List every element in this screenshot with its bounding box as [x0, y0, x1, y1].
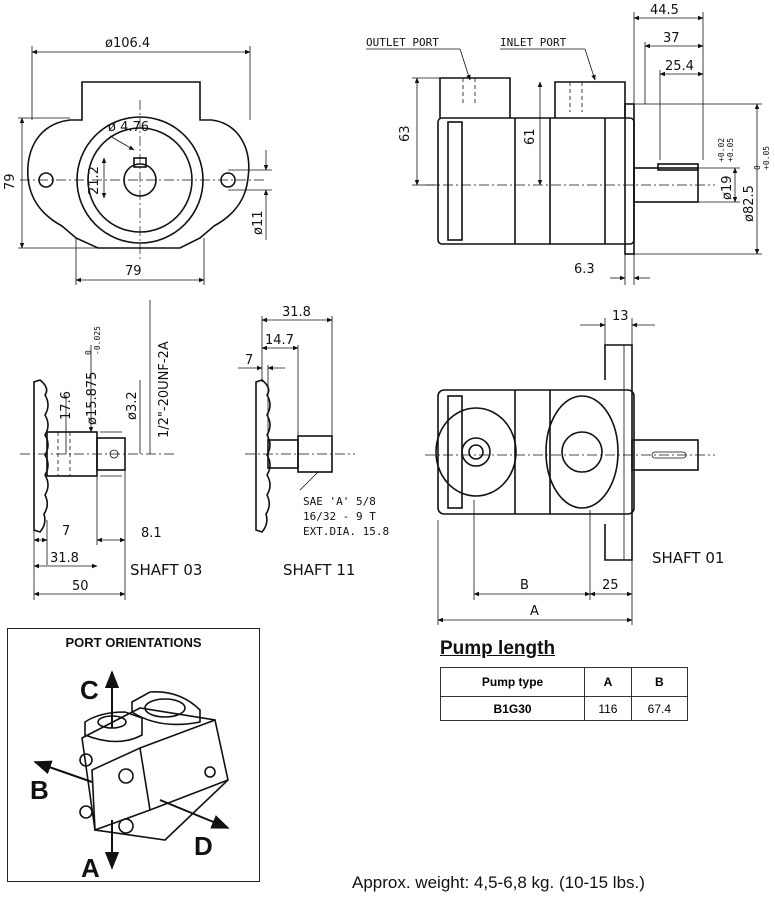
side-view: OUTLET PORT INLET PORT 63 61 44.5 37 25.…	[366, 3, 771, 285]
shaft-dia-label: ø19	[720, 176, 735, 201]
shaft01-label: SHAFT 01	[652, 549, 724, 567]
width-label: 79	[125, 264, 142, 279]
shaft-tol-bottom: +0.05	[726, 138, 735, 162]
shaft11-spec-line1: SAE 'A' 5/8	[303, 495, 376, 508]
key-height-label: 21.2	[87, 166, 102, 195]
table-header-row: Pump type A B	[439, 667, 689, 697]
header-b: B	[630, 667, 689, 697]
port-label-c: C	[80, 675, 99, 705]
port-orientations-sketch	[33, 670, 230, 870]
header-a: A	[584, 667, 632, 697]
shaft11-dim-7: 7	[245, 353, 253, 368]
port-label-b: B	[30, 775, 49, 805]
shaft03-dia-tol-top: 0	[84, 350, 93, 355]
shaft03-pin-dia: ø3.2	[125, 391, 140, 420]
inlet-port-label: INLET PORT	[500, 36, 567, 49]
mount-hole-label: ø11	[251, 211, 266, 236]
port-label-d: D	[194, 831, 213, 861]
weight-note: Approx. weight: 4,5-6,8 kg. (10-15 lbs.)	[352, 873, 645, 892]
header-pump-type: Pump type	[439, 667, 586, 697]
height-label: 79	[3, 173, 18, 190]
shaft03-dia: ø15.875	[85, 372, 100, 425]
pilot-dia-label: ø82.5	[742, 185, 757, 222]
shaft-tol-top: +0.02	[717, 138, 726, 162]
shaft11-dim-31-8: 31.8	[282, 305, 311, 320]
shaft03-dim-50: 50	[72, 579, 89, 594]
outlet-port-label: OUTLET PORT	[366, 36, 439, 49]
port-hole-label: ø 4.76	[108, 120, 149, 135]
shaft01-dim-25: 25	[602, 578, 619, 593]
port-orientations-panel: PORT ORIENTATIONS A B C D	[7, 628, 260, 883]
dim-37-label: 37	[663, 31, 680, 46]
table-row: B1G30 116 67.4	[439, 696, 689, 721]
cell-pump-type: B1G30	[439, 696, 586, 721]
pump-length-table: Pump type A B B1G30 116 67.4	[439, 667, 689, 721]
shaft03-label: SHAFT 03	[130, 561, 202, 579]
shaft03-dim-8-1: 8.1	[141, 526, 162, 541]
dim-44-5-label: 44.5	[650, 3, 679, 18]
shaft01-dim-13: 13	[612, 309, 629, 324]
pilot-tol-top: 0	[753, 165, 762, 170]
shaft11-label: SHAFT 11	[283, 561, 355, 579]
shaft03-dim-31-8: 31.8	[50, 551, 79, 566]
flange-dia-label: ø106.4	[105, 36, 150, 51]
shaft-03-view: 17.6 ø15.875 0 -0.025 ø3.2 1/2"-20UNF-2A…	[20, 300, 202, 600]
shaft03-dim-7: 7	[62, 524, 70, 539]
shaft01-dim-b: B	[520, 578, 529, 593]
port-orientations-title: PORT ORIENTATIONS	[65, 635, 202, 650]
port-label-a: A	[81, 853, 100, 883]
shaft-11-view: 31.8 14.7 7 SAE 'A' 5/8 16/32 - 9 T EXT.…	[238, 305, 389, 579]
cell-a: 116	[584, 696, 632, 721]
shaft01-dim-a: A	[530, 604, 539, 619]
shaft-01-view: 13 B 25 A SHAFT 01	[425, 309, 724, 625]
dim-6-3-label: 6.3	[574, 262, 595, 277]
front-view: ø106.4 ø 4.76 21.2 79 79 ø11	[3, 36, 272, 285]
pump-length-title: Pump length	[440, 638, 556, 659]
shaft03-dim-17-6: 17.6	[59, 391, 74, 420]
cell-b: 67.4	[630, 696, 689, 721]
body-height-label: 61	[523, 128, 538, 145]
shaft11-dim-14-7: 14.7	[265, 333, 294, 348]
shaft11-spec-line3: EXT.DIA. 15.8	[303, 525, 389, 538]
dim-25-4-label: 25.4	[665, 59, 694, 74]
shaft11-spec-line2: 16/32 - 9 T	[303, 510, 376, 523]
pilot-tol-bottom: +0.05	[762, 146, 771, 170]
overall-height-label: 63	[398, 125, 413, 142]
shaft03-thread: 1/2"-20UNF-2A	[157, 341, 172, 438]
shaft03-dia-tol-bottom: -0.025	[93, 326, 102, 355]
